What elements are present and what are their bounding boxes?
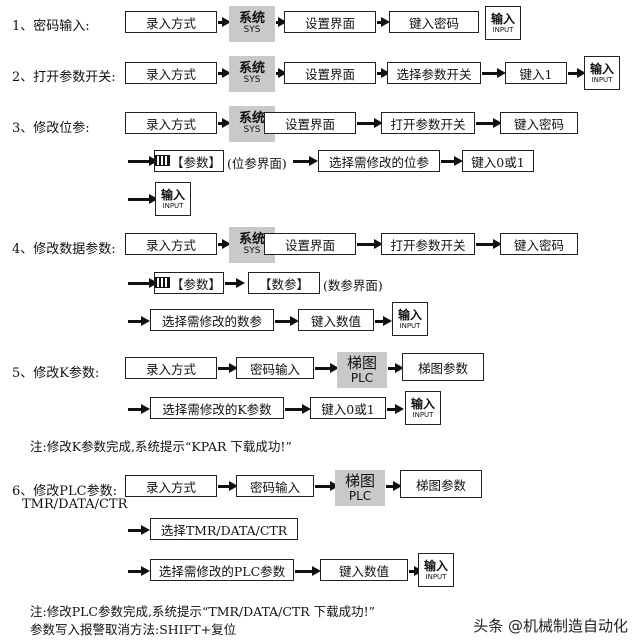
- arrow: [128, 566, 150, 576]
- enter-value-box: 键入数值: [320, 559, 408, 581]
- arrow: [315, 363, 339, 373]
- entry-mode-box: 录入方式: [125, 11, 217, 33]
- arrow: [568, 68, 586, 78]
- password-input-box: 密码输入: [236, 475, 314, 497]
- arrow: [482, 68, 506, 78]
- param-key-box: [154, 150, 224, 172]
- enter-password-box: 键入密码: [389, 11, 479, 33]
- select-param-switch-box: 选择参数开关: [387, 62, 481, 84]
- entry-mode-box: 录入方式: [125, 357, 217, 379]
- open-param-switch-box: 打开参数开关: [381, 233, 475, 255]
- arrow: [218, 481, 238, 491]
- arrow: [128, 525, 150, 535]
- enter-value-box: 键入数值: [298, 309, 374, 331]
- select-bit-param-box: 选择需修改的位参: [318, 150, 440, 172]
- arrow: [476, 239, 502, 249]
- settings-screen-box: 设置界面: [284, 62, 376, 84]
- step-6-label: 6、修改PLC参数:: [12, 484, 117, 499]
- entry-mode-box: 录入方式: [125, 233, 217, 255]
- arrow: [387, 404, 404, 414]
- bit-param-screen-hint: (位参界面): [227, 156, 287, 171]
- alarm-cancel-note: 参数写入报警取消方法:SHIFT+复位: [30, 622, 237, 637]
- arrow: [128, 404, 150, 414]
- arrow: [225, 278, 245, 288]
- arrow: [285, 404, 311, 414]
- entry-mode-box: 录入方式: [125, 112, 217, 134]
- enter-password-box: 键入密码: [500, 233, 578, 255]
- select-k-param-box: 选择需修改的K参数: [150, 397, 284, 419]
- arrow: [388, 363, 404, 373]
- arrow: [375, 316, 392, 326]
- plc-param-note: 注:修改PLC参数完成,系统提示“TMR/DATA/CTR 下载成功!”: [30, 604, 376, 619]
- enter-0-or-1-box: 键入0或1: [310, 397, 386, 419]
- arrow: [128, 278, 158, 288]
- arrow: [218, 17, 231, 27]
- data-param-screen-hint: (数参界面): [323, 278, 383, 293]
- arrow: [276, 17, 287, 27]
- entry-mode-box: 录入方式: [125, 62, 217, 84]
- param-key-label: 【参数】: [171, 155, 222, 170]
- open-param-switch-box: 打开参数开关: [381, 112, 475, 134]
- arrow: [275, 316, 299, 326]
- arrow: [476, 118, 502, 128]
- settings-screen-box: 设置界面: [264, 233, 356, 255]
- settings-screen-box: 设置界面: [284, 11, 376, 33]
- select-tmr-data-ctr-box: 选择TMR/DATA/CTR: [150, 518, 298, 540]
- entry-mode-box: 录入方式: [125, 475, 217, 497]
- arrow: [218, 363, 238, 373]
- arrow: [377, 17, 390, 27]
- watermark: 头条 @机械制造自动化: [473, 617, 628, 635]
- enter-password-box: 键入密码: [500, 112, 578, 134]
- k-param-note: 注:修改K参数完成,系统提示“KPAR 下载成功!”: [30, 439, 292, 454]
- select-data-param-box: 选择需修改的数参: [150, 309, 274, 331]
- arrow: [128, 316, 150, 326]
- arrow: [218, 68, 231, 78]
- arrow: [276, 68, 287, 78]
- param-key-box: [154, 272, 224, 294]
- select-plc-param-box: 选择需修改的PLC参数: [150, 559, 294, 581]
- arrow: [218, 118, 231, 128]
- step-4-label: 4、修改数据参数:: [12, 242, 116, 257]
- arrow: [315, 481, 339, 491]
- arrow: [293, 156, 318, 166]
- step-3-label: 3、修改位参:: [12, 121, 90, 136]
- arrow: [357, 118, 383, 128]
- arrow: [377, 68, 390, 78]
- step-2-label: 2、打开参数开关:: [12, 70, 116, 85]
- enter-0-or-1-box: 键入0或1: [462, 150, 534, 172]
- arrow: [128, 156, 158, 166]
- param-key-label: 【参数】: [171, 277, 222, 292]
- arrow: [295, 566, 321, 576]
- arrow: [386, 481, 402, 491]
- arrow: [357, 239, 383, 249]
- ladder-param-box: 梯图参数: [402, 353, 484, 381]
- arrow: [218, 239, 231, 249]
- arrow: [128, 194, 158, 204]
- ladder-param-box: 梯图参数: [400, 470, 482, 498]
- enter-1-box: 键入1: [505, 62, 567, 84]
- password-input-box: 密码输入: [236, 357, 314, 379]
- step-6-sublabel: TMR/DATA/CTR: [22, 497, 128, 512]
- arrow: [409, 566, 423, 576]
- settings-screen-box: 设置界面: [264, 112, 356, 134]
- step-1-label: 1、密码输入:: [12, 19, 90, 34]
- arrow: [441, 156, 463, 166]
- step-5-label: 5、修改K参数:: [12, 366, 100, 381]
- data-param-key-box: 【数参】: [248, 272, 320, 294]
